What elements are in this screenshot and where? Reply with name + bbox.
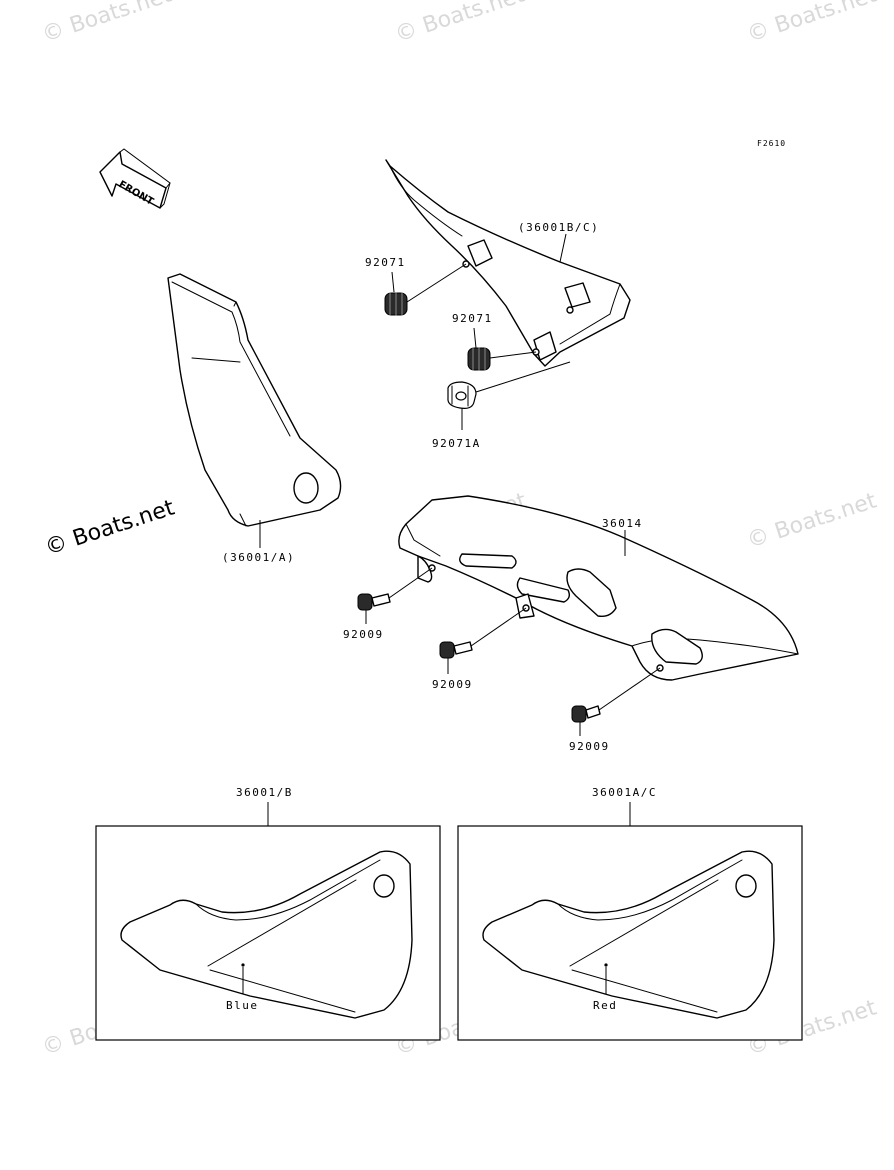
grommet-3-icon <box>447 381 477 409</box>
label-bolt-1: 92009 <box>343 628 384 641</box>
leader-bolt-1 <box>388 567 433 599</box>
leader-grommet-1 <box>406 263 467 303</box>
grommet-1-icon <box>384 292 408 316</box>
box-right-title: 36001A/C <box>592 786 657 799</box>
label-bolt-3: 92009 <box>569 740 610 753</box>
leader-bolt-3 <box>598 667 661 711</box>
label-grommet-2: 92071 <box>452 312 493 325</box>
label-cover-left: (36001/A) <box>222 551 295 564</box>
side-cover-variant-blue <box>120 850 413 1019</box>
label-cover-upper: (36001B/C) <box>518 221 599 234</box>
leader-bolt-2 <box>470 607 527 647</box>
frame-cover-upper <box>385 159 631 367</box>
label-color-blue: Blue <box>226 999 259 1012</box>
figure-code: F2610 <box>757 139 786 148</box>
leader-grommet-3 <box>475 361 571 393</box>
label-grommet-3: 92071A <box>432 437 481 450</box>
label-bolt-2: 92009 <box>432 678 473 691</box>
box-left-title: 36001/B <box>236 786 293 799</box>
side-cover-variant-red <box>482 850 775 1019</box>
leader-grommet-2 <box>489 351 537 359</box>
bolt-3-icon <box>571 705 601 723</box>
front-arrow-icon: FRONT <box>99 148 171 209</box>
label-grommet-1: 92071 <box>365 256 406 269</box>
leader-grommet-1-label <box>391 271 395 293</box>
watermark-main: © Boats.net <box>42 495 178 560</box>
bolt-1-icon <box>357 593 391 611</box>
label-color-red: Red <box>593 999 617 1012</box>
label-chain-cover: 36014 <box>602 517 643 530</box>
grommet-2-icon <box>467 347 491 371</box>
leader-grommet-2-label <box>473 327 477 349</box>
watermark-mid-right: © Boats.net <box>744 488 880 553</box>
chain-cover <box>398 495 799 681</box>
side-cover-left <box>167 273 342 527</box>
leader-cover-upper <box>559 233 567 263</box>
bolt-2-icon <box>439 641 473 659</box>
watermark-top-center: © Boats.net <box>392 0 528 48</box>
watermark-top-left: © Boats.net <box>39 0 175 48</box>
watermark-top-right: © Boats.net <box>744 0 880 48</box>
